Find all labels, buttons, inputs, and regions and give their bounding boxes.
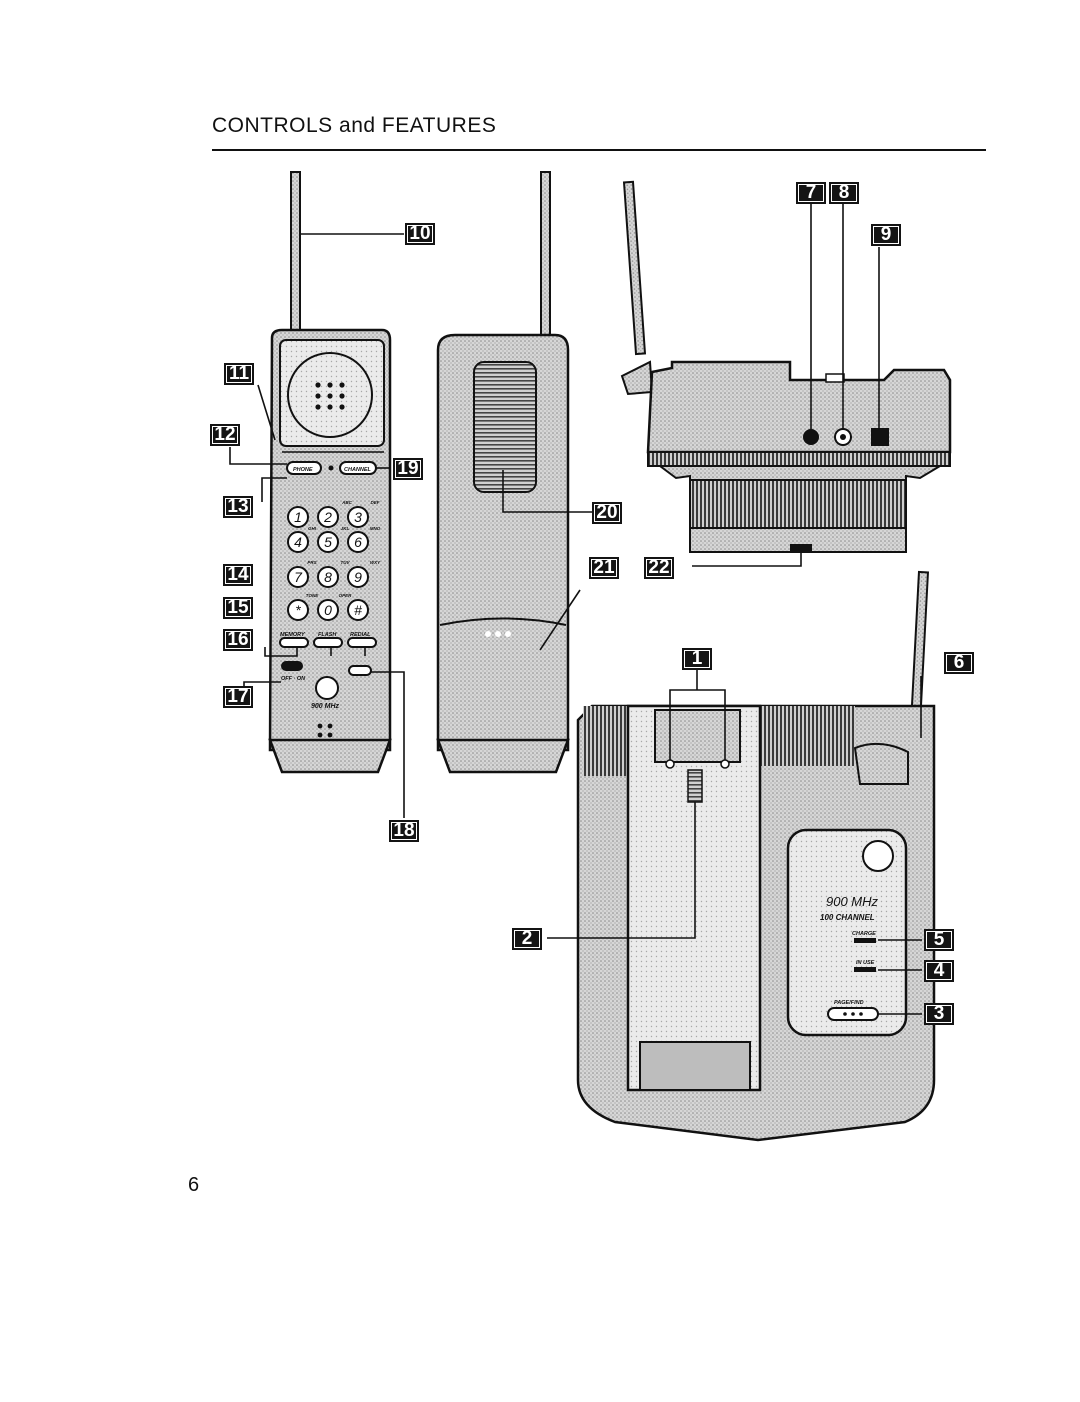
page-find-label: PAGE/FIND xyxy=(834,1000,864,1006)
letters-ghi: GHI xyxy=(308,526,317,531)
callout-3: 3 xyxy=(924,1003,954,1025)
dial-switch xyxy=(871,428,889,446)
battery-door-dots xyxy=(485,631,511,637)
callout-5: 5 xyxy=(924,929,954,951)
flash-key-label: FLASH xyxy=(318,632,337,638)
charge-label: CHARGE xyxy=(852,931,876,937)
base-leaders xyxy=(547,670,922,1015)
callout-14: 14 xyxy=(223,564,253,586)
back-leaders xyxy=(502,470,592,651)
callout-16: 16 xyxy=(223,629,253,651)
callout-22: 22 xyxy=(644,557,674,579)
base-channel-label: 100 CHANNEL xyxy=(820,913,875,922)
callout-9: 9 xyxy=(871,224,901,246)
rear-leaders xyxy=(692,203,880,567)
callout-17: 17 xyxy=(223,686,253,708)
dc-jack xyxy=(803,429,819,445)
speaker-grille xyxy=(473,361,537,493)
handset-brand-label: 900 MHz xyxy=(311,703,340,710)
letters-def: DEF xyxy=(371,500,380,505)
letters-abc: ABC xyxy=(341,500,352,505)
back-antenna xyxy=(540,171,551,338)
title-rule xyxy=(212,149,986,151)
handset-front xyxy=(268,171,392,774)
ge-logo-handset-icon xyxy=(315,676,339,700)
letters-jkl: JKL xyxy=(341,526,350,531)
ge-logo-base-icon xyxy=(862,840,894,872)
off-on-label: OFF · ON xyxy=(281,676,306,682)
base-antenna-rear xyxy=(622,180,647,356)
earpiece-holes xyxy=(315,382,345,410)
callout-19: 19 xyxy=(393,458,423,480)
callout-10: 10 xyxy=(405,223,435,245)
key-2: 2 xyxy=(323,509,332,525)
ringer-switch xyxy=(348,665,372,676)
key-8: 8 xyxy=(324,569,332,585)
base-rear xyxy=(620,180,952,553)
redial-key-label: REDIAL xyxy=(350,632,371,638)
redial-button xyxy=(347,637,377,648)
handset-cradle xyxy=(626,704,762,1092)
phone-button xyxy=(286,461,322,475)
control-panel xyxy=(786,828,908,1037)
key-3: 3 xyxy=(354,509,362,525)
memory-key-label: MEMORY xyxy=(280,632,306,638)
handset-antenna xyxy=(290,171,301,333)
callout-15: 15 xyxy=(223,597,253,619)
callout-2: 2 xyxy=(512,928,542,950)
letters-tone: TONE xyxy=(306,593,319,598)
key-1: 1 xyxy=(294,509,302,525)
memory-button xyxy=(279,637,309,648)
letters-wxy: WXY xyxy=(370,560,381,565)
key-9: 9 xyxy=(354,569,362,585)
key-4: 4 xyxy=(294,534,302,550)
handset-back xyxy=(436,171,570,774)
page-number: 6 xyxy=(188,1174,200,1196)
base-top xyxy=(576,570,936,1142)
callout-8: 8 xyxy=(829,182,859,204)
charge-contacts xyxy=(687,769,703,803)
letters-mno: MNO xyxy=(370,526,381,531)
handset-leaders xyxy=(229,233,405,818)
letters-oper: OPER xyxy=(339,593,353,598)
channel-key-label: CHANNEL xyxy=(344,467,372,473)
phone-key-label: PHONE xyxy=(293,467,313,473)
key-5: 5 xyxy=(324,534,332,550)
callout-21: 21 xyxy=(589,557,619,579)
callout-20: 20 xyxy=(592,502,622,524)
flash-button xyxy=(313,637,343,648)
keypad xyxy=(287,506,369,621)
in-use-label: IN USE xyxy=(856,960,875,966)
base-brand-label: 900 MHz xyxy=(826,894,879,909)
callout-13: 13 xyxy=(223,496,253,518)
key-7: 7 xyxy=(294,569,303,585)
page-title: CONTROLS and FEATURES xyxy=(212,114,497,137)
letters-prs: PRS xyxy=(307,560,316,565)
power-switch xyxy=(281,661,303,671)
callout-6: 6 xyxy=(944,652,974,674)
key-0: 0 xyxy=(324,602,332,618)
charge-led xyxy=(854,938,876,943)
callout-18: 18 xyxy=(389,820,419,842)
key-6: 6 xyxy=(354,534,362,550)
callout-1: 1 xyxy=(682,648,712,670)
callout-11: 11 xyxy=(224,363,254,385)
mouthpiece-holes xyxy=(317,723,333,738)
callout-7: 7 xyxy=(796,182,826,204)
key-star: * xyxy=(295,602,301,618)
callout-4: 4 xyxy=(924,960,954,982)
callout-12: 12 xyxy=(210,424,240,446)
in-use-led xyxy=(854,967,876,972)
key-hash: # xyxy=(354,602,362,618)
letters-tuv: TUV xyxy=(341,560,351,565)
